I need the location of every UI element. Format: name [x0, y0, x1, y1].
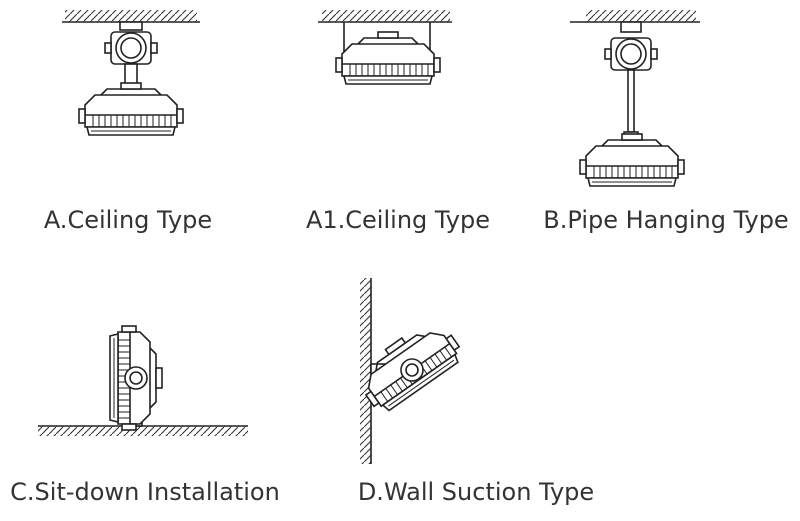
caption-d: D.Wall Suction Type — [358, 478, 594, 506]
fixture-a1-ceiling — [318, 10, 452, 85]
caption-c: C.Sit-down Installation — [10, 478, 280, 506]
caption-a1: A1.Ceiling Type — [306, 206, 490, 234]
caption-a: A.Ceiling Type — [44, 206, 212, 234]
fixture-d-wall — [350, 278, 467, 464]
fixture-c-sit-down — [38, 325, 248, 436]
fixture-b-pipe-hanging — [570, 10, 700, 187]
fixture-a-ceiling — [62, 10, 200, 136]
caption-b: B.Pipe Hanging Type — [543, 206, 788, 234]
